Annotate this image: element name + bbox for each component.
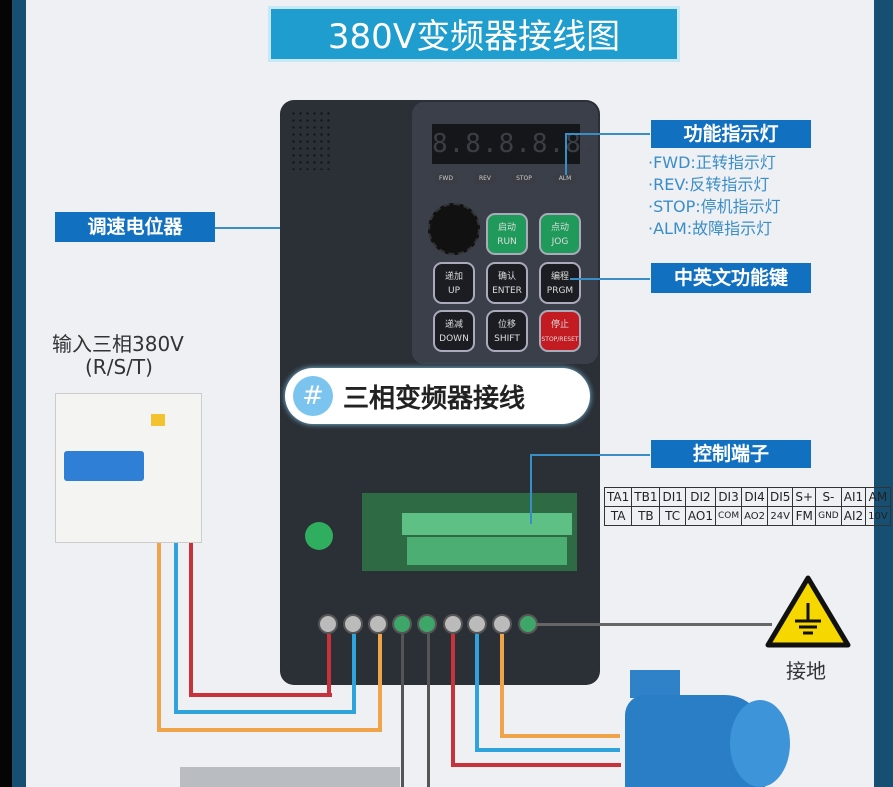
- left-edge: [0, 0, 12, 787]
- wire-orange-in: [157, 520, 161, 732]
- indicators-leader: [565, 133, 650, 135]
- terminal-pe: [518, 614, 538, 634]
- right-border: [874, 0, 893, 787]
- function-keys-leader: [570, 278, 650, 280]
- logo-badge: [305, 522, 333, 550]
- wire-blue-out: [475, 634, 479, 752]
- wire-red-out: [451, 634, 455, 767]
- wire-blue-in: [174, 520, 178, 714]
- wire-ground: [536, 623, 772, 626]
- hash-icon: #: [293, 376, 333, 416]
- wire-orange-in-h: [157, 728, 382, 732]
- wire-blue-in-h: [174, 710, 356, 714]
- wire-gray-1: [401, 634, 404, 787]
- ground-label: 接地: [786, 659, 826, 683]
- wire-red-out-h: [451, 763, 621, 767]
- terminal-w: [492, 614, 512, 634]
- indicators-leader-v: [565, 133, 567, 175]
- wire-orange-t: [378, 634, 382, 732]
- potentiometer-label: 调速电位器: [55, 212, 215, 242]
- terminal-r: [318, 614, 338, 634]
- subtitle-text: 三相变频器接线: [343, 384, 526, 414]
- page-title: 380V变频器接线图: [268, 6, 680, 62]
- terminal-pb: [417, 614, 437, 634]
- wire-blue-out-h: [475, 748, 620, 752]
- led-stop: STOP: [512, 173, 536, 184]
- left-border: [12, 0, 26, 787]
- terminal-u: [443, 614, 463, 634]
- vent-grille: [290, 110, 330, 170]
- control-terminals-label: 控制端子: [651, 440, 811, 468]
- terminal-p: [392, 614, 412, 634]
- indicators-label: 功能指示灯: [651, 120, 811, 148]
- led-alm: ALM: [553, 173, 577, 184]
- subtitle-pill: # 三相变频器接线: [285, 368, 590, 424]
- motor: [620, 670, 790, 787]
- indicator-list: ·FWD:正转指示灯 ·REV:反转指示灯 ·STOP:停机指示灯 ·ALM:故…: [648, 152, 781, 240]
- terminal-t: [368, 614, 388, 634]
- wire-gray-2: [427, 634, 430, 787]
- indicator-stop: ·STOP:停机指示灯: [648, 197, 781, 216]
- wire-blue-t: [352, 634, 356, 714]
- indicator-fwd: ·FWD:正转指示灯: [648, 153, 776, 172]
- wire-red-in-h: [189, 693, 332, 697]
- led-fwd: FWD: [434, 173, 458, 184]
- potentiometer-knob[interactable]: [428, 203, 480, 255]
- terminal-v: [467, 614, 487, 634]
- wire-red-in: [189, 520, 193, 697]
- heatsink: [180, 767, 400, 787]
- wire-orange-out-h: [500, 734, 620, 738]
- ground-warning-icon: [765, 575, 851, 648]
- circuit-breaker: [55, 393, 202, 543]
- terminal-s: [343, 614, 363, 634]
- control-board: [362, 493, 577, 571]
- wire-orange-out: [500, 634, 504, 738]
- indicator-rev: ·REV:反转指示灯: [648, 175, 770, 194]
- indicator-alm: ·ALM:故障指示灯: [648, 219, 773, 238]
- control-terminals-leader-v: [530, 454, 532, 524]
- led-rev: REV: [473, 173, 497, 184]
- function-keys-label: 中英文功能键: [651, 263, 811, 293]
- display: 8.8.8.8.8.: [432, 124, 598, 164]
- input-label-2: (R/S/T): [85, 355, 153, 379]
- input-label-1: 输入三相380V: [52, 332, 184, 356]
- control-terminals-leader: [530, 454, 650, 456]
- wire-red-t: [327, 634, 331, 697]
